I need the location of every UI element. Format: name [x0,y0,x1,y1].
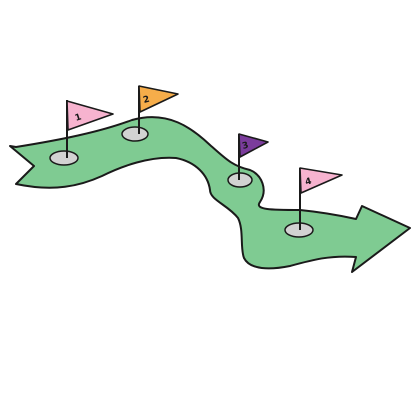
hole-1 [49,150,79,166]
flag-1-label: 1 [74,112,83,123]
flag-2-pennant [138,85,179,113]
flag-4-pennant [299,167,343,194]
hole-2 [121,126,149,142]
flag-2-label: 2 [142,95,151,106]
flag-3-pennant [238,133,269,158]
flag-4-label: 4 [304,177,313,188]
flag-1: 1 [49,100,114,166]
winding-arrow-road [9,116,411,273]
flag-4: 4 [284,167,343,238]
flag-3: 3 [227,133,269,188]
flag-3-label: 3 [241,141,250,152]
flag-1-pennant [66,100,114,131]
flag-2: 2 [121,85,179,142]
